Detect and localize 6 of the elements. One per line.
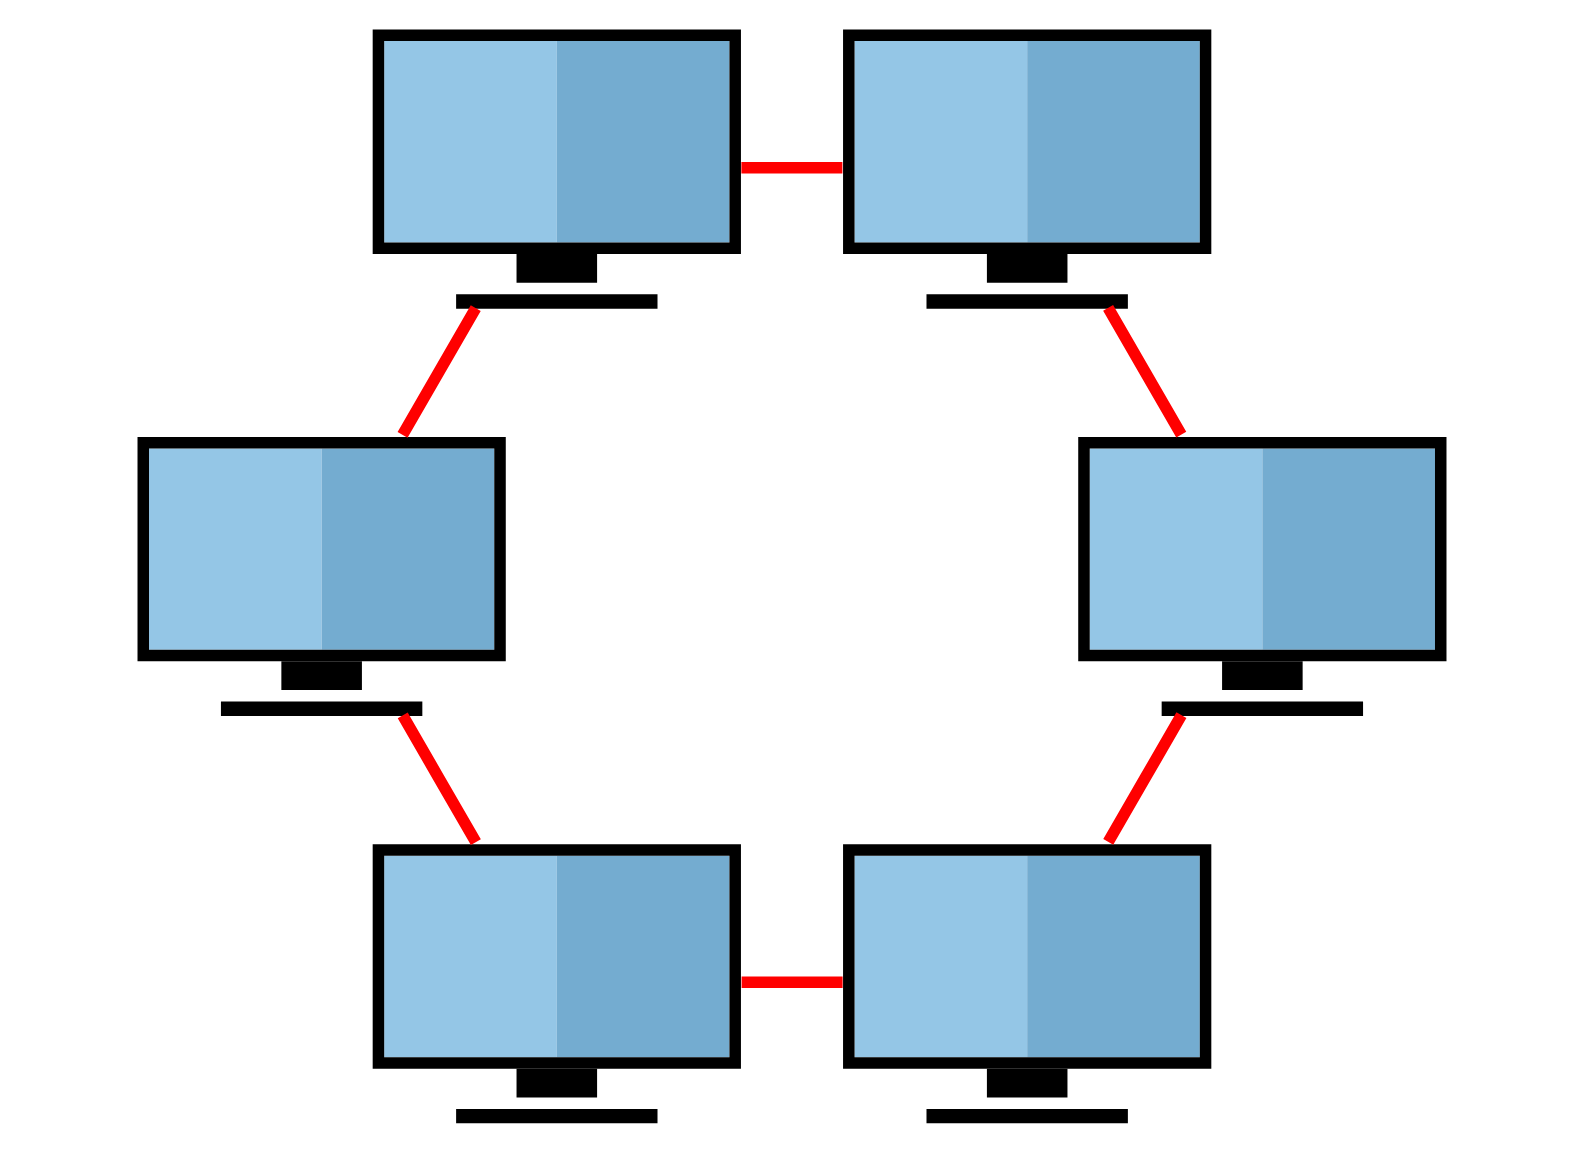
connector xyxy=(1102,712,1186,845)
connector xyxy=(740,976,842,989)
connector xyxy=(396,712,480,846)
connector xyxy=(740,161,842,174)
connector xyxy=(396,305,480,438)
connector xyxy=(1102,304,1186,438)
